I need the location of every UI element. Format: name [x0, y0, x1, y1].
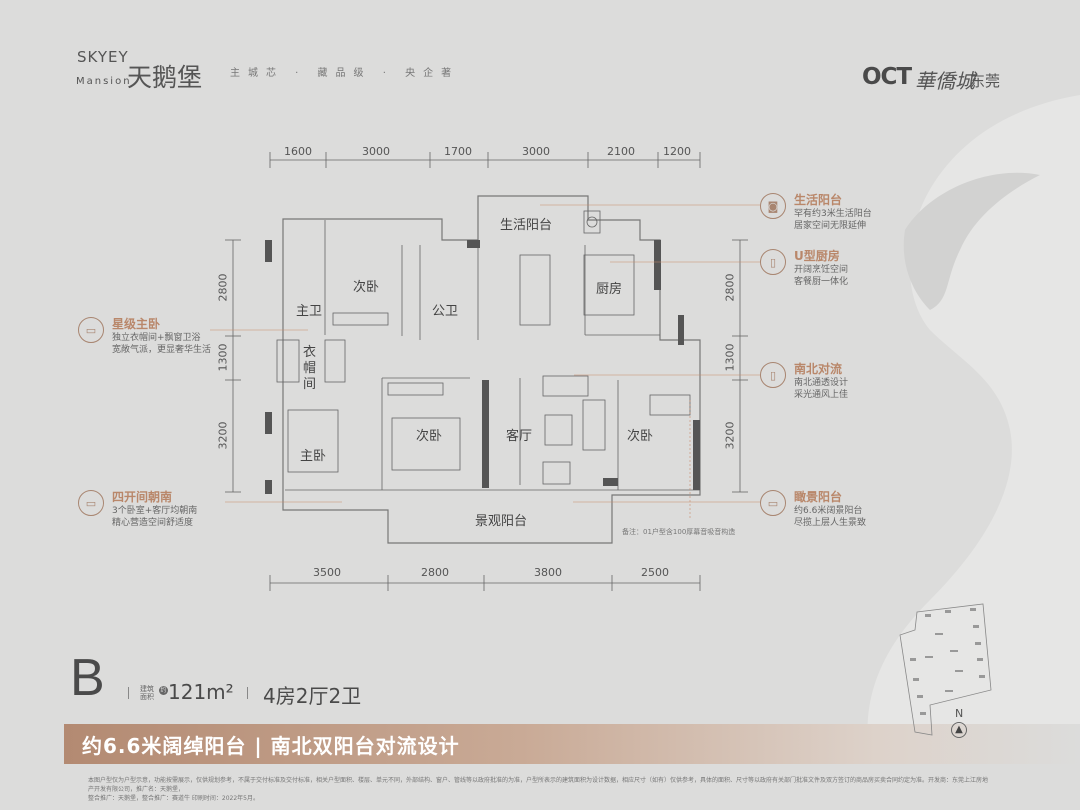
dim-top-3: 1700 — [444, 145, 472, 158]
banner-text: 约6.6米阔绰阳台 | 南北双阳台对流设计 — [82, 734, 460, 758]
developer-logo-cn: 華僑城 — [915, 69, 975, 93]
room-public-bath: 公卫 — [432, 304, 459, 319]
dim-right-1: 2800 — [723, 273, 737, 302]
sofa-icon: ▭ — [760, 490, 786, 516]
disclaimer: 本图户型仅为户型示意，功能按需展示，仅供规划参考，不属于交付标准及交付标准，相关… — [88, 777, 989, 802]
room-kitchen: 厨房 — [596, 282, 623, 297]
washer-icon: ◙ — [760, 193, 786, 219]
dim-bottom-1: 3500 — [313, 566, 341, 579]
feature-living-balcony: ◙ 生活阳台罕有约3米生活阳台居家空间无限延伸 — [760, 193, 872, 232]
plan-note: 备注：01户型含100厚幕音吸音构造 — [622, 528, 736, 536]
site-map — [899, 603, 992, 736]
dim-top-5: 2100 — [607, 145, 635, 158]
divider — [247, 687, 248, 699]
unit-area: 121m² — [168, 680, 234, 704]
feature-u-kitchen: ▯ U型厨房开阔烹饪空间客餐厨一体化 — [760, 249, 848, 288]
dim-bottom-2: 2800 — [421, 566, 449, 579]
logo-text-mansion: Mansion — [76, 76, 132, 87]
area-label: 建筑面积 — [140, 685, 154, 701]
dim-top-6: 1200 — [663, 145, 691, 158]
room-bedroom-c: 次卧 — [627, 429, 654, 444]
dim-left-2: 1300 — [216, 343, 230, 372]
door-icon: ▯ — [760, 362, 786, 388]
feature-view-balcony: ▭ 瞰景阳台约6.6米阔景阳台尽揽上层人生景致 — [760, 490, 866, 529]
feature-ventilation: ▯ 南北对流南北通透设计采光通风上佳 — [760, 362, 848, 401]
room-view-balcony: 景观阳台 — [475, 514, 528, 529]
unit-layout: 4房2厅2卫 — [263, 684, 362, 708]
developer-city: 东莞 — [970, 72, 1001, 90]
dim-right-2: 1300 — [723, 343, 737, 372]
dim-top-1: 1600 — [284, 145, 312, 158]
highlight-banner: 约6.6米阔绰阳台 | 南北双阳台对流设计 — [64, 724, 1080, 764]
dim-bottom-3: 3800 — [534, 566, 562, 579]
room-living-balcony: 生活阳台 — [500, 218, 553, 233]
dim-left-3: 3200 — [216, 421, 230, 450]
bed-icon: ▭ — [78, 490, 104, 516]
bed-icon: ▭ — [78, 317, 104, 343]
room-bedroom-b: 次卧 — [416, 429, 443, 444]
room-living-room: 客厅 — [506, 429, 533, 444]
logo-text-skyey: SKYEY — [77, 48, 129, 66]
dim-top-4: 3000 — [522, 145, 550, 158]
unit-type: B — [70, 649, 105, 707]
room-bedroom-a: 次卧 — [353, 280, 380, 295]
slogan: 主城芯 · 藏品级 · 央企著 — [230, 68, 460, 79]
room-master-bath: 主卫 — [296, 304, 323, 319]
dim-left-1: 2800 — [216, 273, 230, 302]
compass-north-label: N — [955, 707, 964, 720]
developer-logo: OCT — [862, 64, 912, 90]
room-master-bedroom: 主卧 — [300, 449, 327, 464]
room-cloakroom: 衣帽间 — [303, 345, 317, 392]
dim-top-2: 3000 — [362, 145, 390, 158]
feature-master-bedroom: ▭ 星级主卧独立衣帽间+飘窗卫浴宽敞气派，更显奢华生活 — [78, 317, 211, 356]
dim-bottom-4: 2500 — [641, 566, 669, 579]
dim-right-3: 3200 — [723, 421, 737, 450]
divider — [128, 687, 129, 699]
compass-icon: ▲ — [951, 722, 967, 738]
area-prefix-badge: 约 — [159, 686, 168, 695]
fridge-icon: ▯ — [760, 249, 786, 275]
logo-text-cn: 天鹅堡 — [127, 63, 203, 92]
